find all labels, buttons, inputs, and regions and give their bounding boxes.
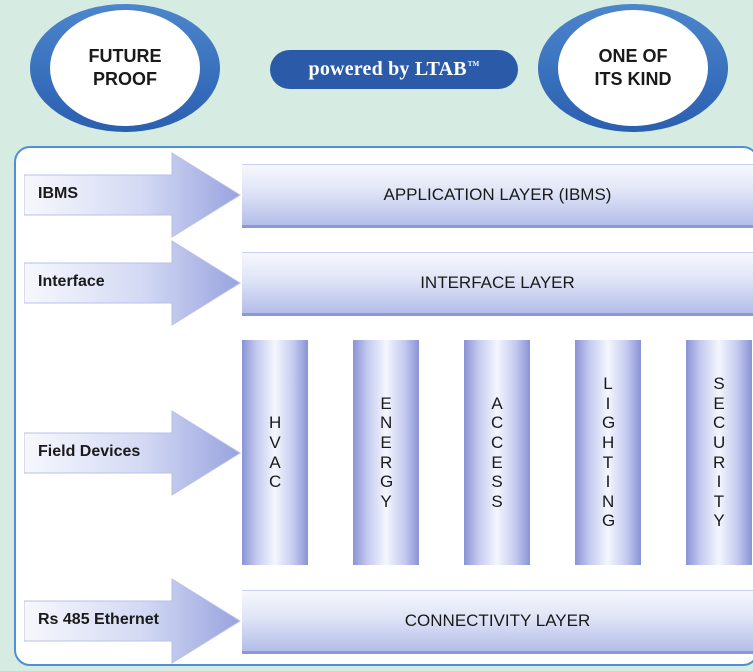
device-label: HVAC: [269, 413, 282, 492]
device-column-lighting: LIGHTING: [575, 340, 641, 565]
interface-arrow: Interface: [24, 238, 244, 328]
device-column-security: SECURITY: [686, 340, 752, 565]
application-layer: APPLICATION LAYER (IBMS): [242, 164, 753, 228]
arrow-label: Field Devices: [38, 443, 141, 460]
logo-wordmark: powered by LTAB: [308, 58, 467, 80]
badge-line-2: ITS KIND: [594, 69, 672, 89]
device-label: SECURITY: [713, 374, 726, 531]
arrow-shape: [24, 240, 241, 326]
device-column-energy: ENERGY: [353, 340, 419, 565]
arrow-shape: [24, 410, 241, 496]
badge-line-1: ONE OF: [598, 46, 668, 66]
arrow-label: Interface: [38, 273, 105, 290]
badge-line-1: FUTURE: [88, 46, 162, 66]
layer-label: APPLICATION LAYER (IBMS): [383, 185, 612, 204]
field-devices-arrow: Field Devices: [24, 408, 244, 498]
future-proof-badge: FUTURE PROOF: [30, 4, 220, 132]
device-label: ACCESS: [491, 393, 504, 511]
one-of-its-kind-badge: ONE OF ITS KIND: [538, 4, 728, 132]
device-label: LIGHTING: [602, 374, 616, 531]
arrow-shape: [24, 578, 241, 664]
interface-layer: INTERFACE LAYER: [242, 252, 753, 316]
arrow-label: IBMS: [38, 185, 78, 202]
arrow-shape: [24, 152, 241, 238]
connectivity-arrow: Rs 485 Ethernet: [24, 576, 244, 666]
arrow-label: Rs 485 Ethernet: [38, 611, 159, 628]
badge-inner: FUTURE PROOF: [50, 10, 200, 126]
device-column-hvac: HVAC: [242, 340, 308, 565]
powered-by-logo: powered by LTABTM: [270, 50, 518, 89]
connectivity-layer: CONNECTIVITY LAYER: [242, 590, 753, 654]
device-label: ENERGY: [380, 393, 394, 511]
logo-text: powered by LTABTM: [309, 58, 480, 81]
badge-inner: ONE OF ITS KIND: [558, 10, 708, 126]
layer-label: CONNECTIVITY LAYER: [404, 611, 591, 630]
device-column-access: ACCESS: [464, 340, 530, 565]
trademark-mark: TM: [467, 60, 480, 68]
ibms-arrow: IBMS: [24, 150, 244, 240]
badge-line-2: PROOF: [92, 69, 157, 89]
layer-label: INTERFACE LAYER: [420, 273, 575, 292]
